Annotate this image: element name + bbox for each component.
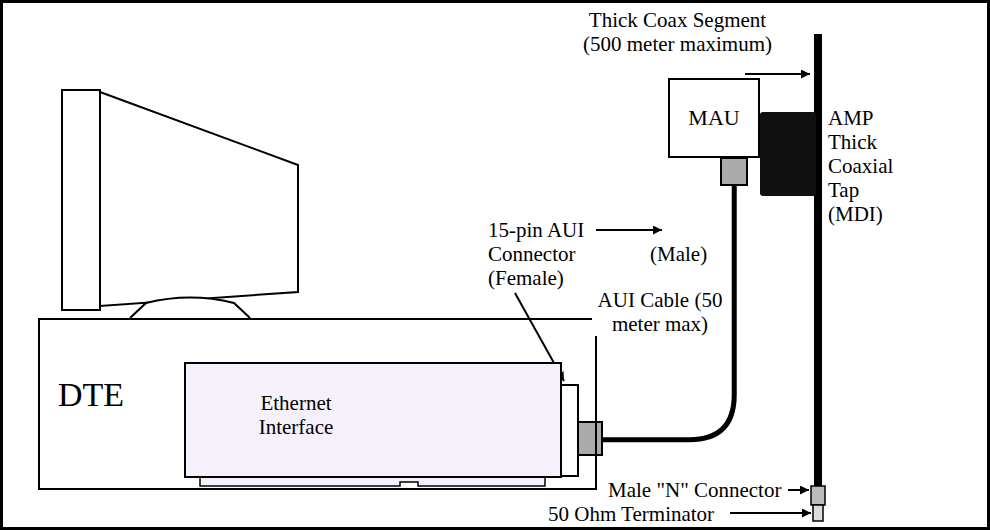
cable-label: AUI Cable (50 meter max): [592, 288, 728, 336]
aui-cable: [562, 158, 734, 440]
interface-card: Ethernet Interface: [184, 362, 562, 478]
cable-label: Thick Coax Segment (500 meter maximum): [575, 8, 780, 56]
tap-label: AMP Thick Coaxial Tap (MDI): [828, 106, 912, 226]
connector-label: (Male): [650, 242, 707, 266]
terminator-label: 50 Ohm Terminator: [548, 502, 714, 526]
node-text: Ethernet Interface: [226, 392, 366, 439]
leader-arrow: [788, 489, 809, 491]
terminator: [813, 505, 823, 521]
card-bracket: [560, 385, 578, 476]
leader-arrow: [596, 229, 662, 231]
monitor-screen: [62, 90, 100, 310]
coaxial-tap: [760, 112, 816, 196]
leader-arrow: [745, 73, 810, 75]
thick-coax-cable: [814, 34, 822, 486]
node-text: MAU: [688, 106, 739, 131]
computer-case: DTE Ethernet Interface: [38, 318, 597, 490]
monitor-body: [100, 92, 298, 306]
leader-arrow: [730, 512, 811, 514]
aui-female-connector: [578, 422, 602, 455]
node-text: DTE: [58, 376, 124, 414]
mau-box: MAU: [668, 78, 760, 158]
connector-label: Male "N" Connector: [608, 478, 781, 502]
monitor-stand: [130, 298, 250, 319]
n-connector: [811, 486, 825, 505]
connector-label: 15-pin AUI Connector (Female): [488, 218, 613, 290]
aui-male-connector: [721, 158, 747, 185]
